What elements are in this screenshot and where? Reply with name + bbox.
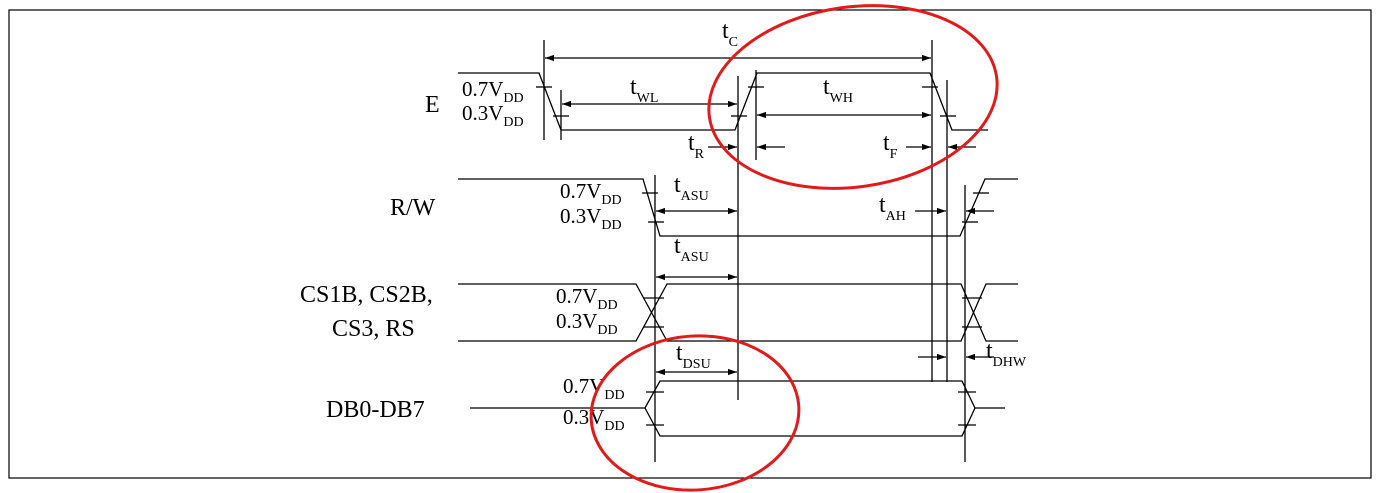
level-label-rw-high: 0.7VDD <box>560 179 622 208</box>
timing-label-tc: tC <box>722 18 738 50</box>
diagram-frame <box>8 9 1372 479</box>
signal-label-cs-line2: CS3, RS <box>332 316 415 342</box>
annotation-ellipse-top <box>707 4 999 190</box>
svg-text:0.3VDD: 0.3VDD <box>556 309 618 338</box>
svg-text:0.7VDD: 0.7VDD <box>560 179 622 208</box>
waveform-cs <box>458 283 1018 342</box>
timing-label-tr: tR <box>688 130 705 162</box>
timing-label-tasu-rw: tASU <box>674 172 709 204</box>
waveform-rw <box>458 178 1018 237</box>
waveform-db <box>470 380 1005 437</box>
level-label-e-high: 0.7VDD <box>462 77 524 106</box>
timing-label-tf: tF <box>883 130 898 162</box>
svg-text:0.7VDD: 0.7VDD <box>563 374 625 403</box>
timing-arrows <box>545 54 994 376</box>
level-label-db-high: 0.7VDD <box>563 374 625 403</box>
svg-text:0.3VDD: 0.3VDD <box>462 101 524 130</box>
threshold-ticks <box>536 86 989 426</box>
svg-text:0.7VDD: 0.7VDD <box>462 77 524 106</box>
timing-label-tdhw: tDHW <box>986 338 1027 370</box>
timing-label-tdsu: tDSU <box>676 340 711 372</box>
level-label-cs-low: 0.3VDD <box>556 309 618 338</box>
svg-text:0.3VDD: 0.3VDD <box>560 204 622 233</box>
signal-label-rw: R/W <box>390 195 436 221</box>
signal-label-cs-line1: CS1B, CS2B, <box>300 282 433 308</box>
timing-label-tasu-cs: tASU <box>674 233 709 265</box>
signal-label-e: E <box>425 92 440 118</box>
waveform-e <box>458 72 988 131</box>
svg-text:0.7VDD: 0.7VDD <box>556 284 618 313</box>
level-label-cs-high: 0.7VDD <box>556 284 618 313</box>
level-label-e-low: 0.3VDD <box>462 101 524 130</box>
level-label-rw-low: 0.3VDD <box>560 204 622 233</box>
signal-label-db: DB0-DB7 <box>326 397 425 423</box>
timing-label-tah: tAH <box>879 192 906 224</box>
annotation-ellipse-bottom <box>589 334 801 492</box>
svg-text:0.3VDD: 0.3VDD <box>563 405 625 434</box>
timing-label-twh: tWH <box>823 74 853 106</box>
level-label-db-low: 0.3VDD <box>563 405 625 434</box>
timing-label-twl: tWL <box>630 74 658 106</box>
